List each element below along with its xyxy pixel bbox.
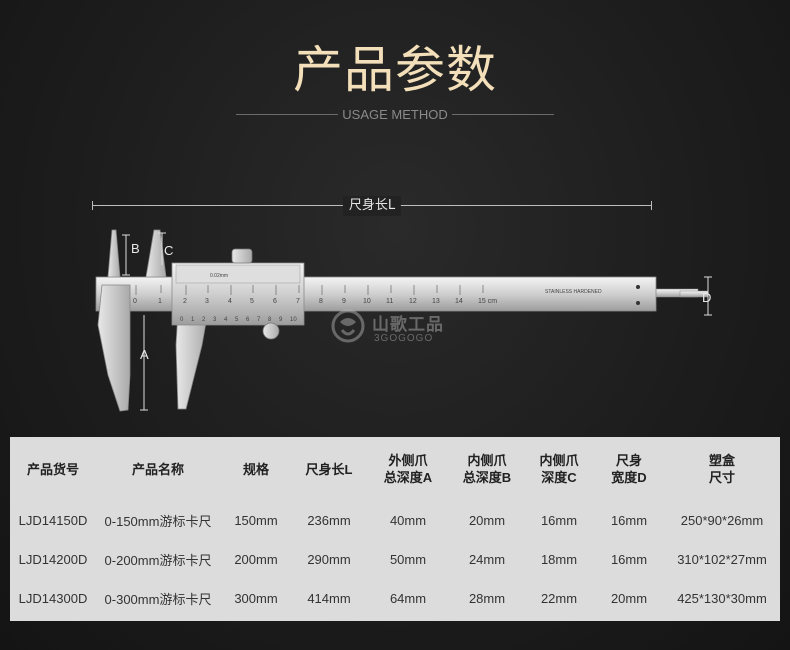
table-cell: LJD14200D	[18, 552, 88, 567]
subtitle-divider-left	[236, 114, 338, 115]
table-cell: 64mm	[389, 591, 427, 606]
dimension-a-label: A	[140, 347, 149, 362]
dimension-d-label: D	[702, 290, 712, 305]
table-header-row: 产品货号 产品名称 规格 尺身长L 外侧爪总深度A 内侧爪总深度B 内侧爪深度C…	[10, 437, 780, 501]
table-cell: 300mm	[234, 591, 278, 606]
table-cell: 236mm	[307, 513, 351, 528]
brand-logo-icon	[331, 309, 365, 343]
vernier-precision: 0.02mm	[210, 273, 228, 279]
table-cell: 40mm	[389, 513, 427, 528]
scale-number: 5	[250, 298, 254, 305]
table-cell: 16mm	[540, 513, 578, 528]
scale-number: 3	[205, 298, 209, 305]
engraving-text: STAINLESS HARDENED	[545, 289, 602, 295]
table-cell: 16mm	[610, 513, 648, 528]
table-cell: 425*130*30mm	[677, 591, 767, 606]
table-row: LJD14150D 0-150mm游标卡尺 150mm 236mm 40mm 2…	[10, 501, 780, 540]
table-cell: 24mm	[468, 552, 506, 567]
subtitle-divider-right	[452, 114, 554, 115]
table-cell: 0-150mm游标卡尺	[104, 514, 212, 529]
header-product-name: 产品名称	[131, 461, 184, 477]
length-dimension: 尺身长L	[92, 196, 652, 216]
page-subtitle: USAGE METHOD	[342, 107, 448, 122]
spec-table-panel: 产品货号 产品名称 规格 尺身长L 外侧爪总深度A 内侧爪总深度B 内侧爪深度C…	[10, 437, 780, 621]
scale-number: 14	[455, 298, 463, 305]
vernier-caliper-illustration: 0 1 2 3 4 5 6 7 8 9 10 11 12 13 14 15 cm…	[95, 229, 712, 412]
page-title: 产品参数	[293, 41, 497, 99]
scale-number: 6	[273, 298, 277, 305]
vernier-number: 4	[224, 317, 228, 323]
table-cell: 50mm	[389, 552, 427, 567]
header-beam-width-d: 尺身宽度D	[611, 453, 647, 485]
vernier-number: 9	[279, 317, 283, 323]
vernier-number: 10	[290, 317, 297, 323]
table-row: LJD14200D 0-200mm游标卡尺 200mm 290mm 50mm 2…	[10, 540, 780, 579]
header-inner-jaw-b: 内侧爪总深度B	[462, 453, 512, 485]
table-cell: 290mm	[307, 552, 351, 567]
table-cell: 310*102*27mm	[677, 552, 767, 567]
table-cell: 250*90*26mm	[680, 513, 764, 528]
header-product-code: 产品货号	[26, 461, 79, 477]
table-cell: 0-200mm游标卡尺	[104, 553, 212, 568]
scale-number: 7	[296, 298, 300, 305]
vernier-number: 8	[268, 317, 272, 323]
scale-number: 15 cm	[478, 298, 497, 305]
table-cell: 20mm	[468, 513, 506, 528]
table-cell: 200mm	[234, 552, 278, 567]
brand-watermark: 山歌工品 3GOGOGO	[330, 308, 470, 350]
scale-number: 4	[228, 298, 232, 305]
header-box-size: 塑盒尺寸	[708, 453, 735, 485]
header-outer-jaw-a: 外侧爪总深度A	[383, 453, 433, 485]
table-cell: 22mm	[540, 591, 578, 606]
vernier-number: 1	[191, 317, 195, 323]
dimension-b-label: B	[131, 241, 140, 256]
scale-number: 0	[133, 298, 137, 305]
vernier-number: 7	[257, 317, 261, 323]
vernier-number: 2	[202, 317, 206, 323]
table-cell: 0-300mm游标卡尺	[104, 592, 212, 607]
scale-number: 1	[158, 298, 162, 305]
scale-number: 2	[183, 298, 187, 305]
watermark-sub: 3GOGOGO	[374, 333, 434, 344]
vernier-number: 3	[213, 317, 217, 323]
table-cell: 28mm	[468, 591, 506, 606]
scale-number: 12	[409, 298, 417, 305]
table-cell: 414mm	[307, 591, 351, 606]
table-cell: LJD14150D	[18, 513, 88, 528]
scale-number: 11	[386, 298, 393, 305]
table-cell: LJD14300D	[18, 591, 88, 606]
scale-number: 13	[432, 298, 440, 305]
spec-table: 产品货号 产品名称 规格 尺身长L 外侧爪总深度A 内侧爪总深度B 内侧爪深度C…	[10, 437, 780, 618]
table-row: LJD14300D 0-300mm游标卡尺 300mm 414mm 64mm 2…	[10, 579, 780, 618]
vernier-number: 5	[235, 317, 239, 323]
vernier-number: 6	[246, 317, 250, 323]
watermark-brand: 山歌工品	[372, 315, 444, 335]
length-label: 尺身长L	[342, 196, 402, 216]
scale-number: 9	[342, 298, 346, 305]
header-length-l: 尺身长L	[305, 461, 353, 477]
scale-number: 8	[319, 298, 323, 305]
dimension-c-label: C	[164, 243, 174, 258]
scale-number: 10	[363, 298, 371, 305]
header-inner-jaw-c: 内侧爪深度C	[539, 453, 579, 485]
vernier-number: 0	[180, 317, 184, 323]
table-cell: 18mm	[540, 552, 578, 567]
table-cell: 20mm	[610, 591, 648, 606]
table-cell: 16mm	[610, 552, 648, 567]
header-spec: 规格	[242, 461, 269, 477]
table-cell: 150mm	[234, 513, 278, 528]
